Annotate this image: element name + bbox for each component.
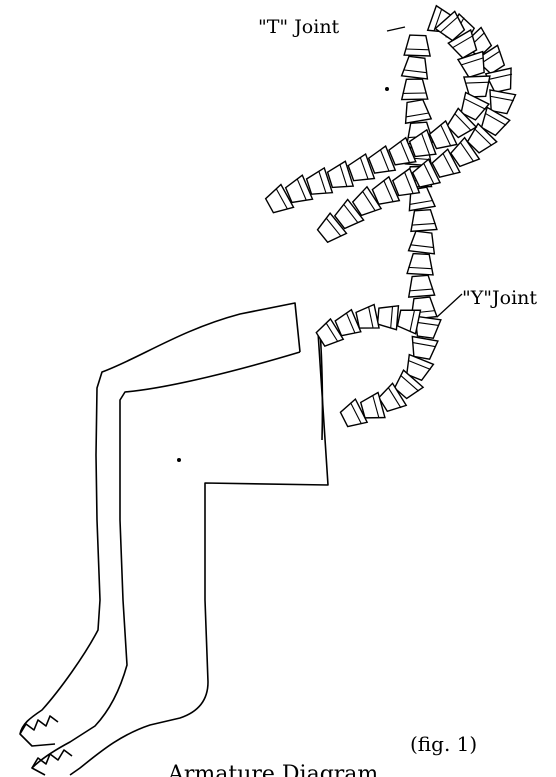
armature-segment — [411, 210, 437, 232]
leg-outline — [20, 88, 388, 775]
armature-segment — [409, 231, 435, 254]
armature-segment — [406, 100, 432, 124]
armature-segment — [402, 79, 428, 100]
diagram-caption: Armature Diagram — [168, 764, 378, 777]
armature-segment — [404, 35, 430, 56]
left-arm-chain — [266, 11, 490, 212]
armature-segment — [409, 275, 435, 297]
hip-branch-chain — [316, 304, 420, 346]
figure-number: (fig. 1) — [410, 734, 477, 754]
armature-segment — [490, 90, 516, 114]
y-joint-label: "Y"Joint — [462, 289, 537, 308]
t-joint-label: "T" Joint — [258, 18, 339, 37]
armature-segment — [356, 304, 379, 328]
armature-segment — [407, 254, 433, 275]
armature-segment — [402, 56, 428, 79]
armature-segment — [412, 337, 438, 360]
armature-segment — [378, 306, 399, 330]
